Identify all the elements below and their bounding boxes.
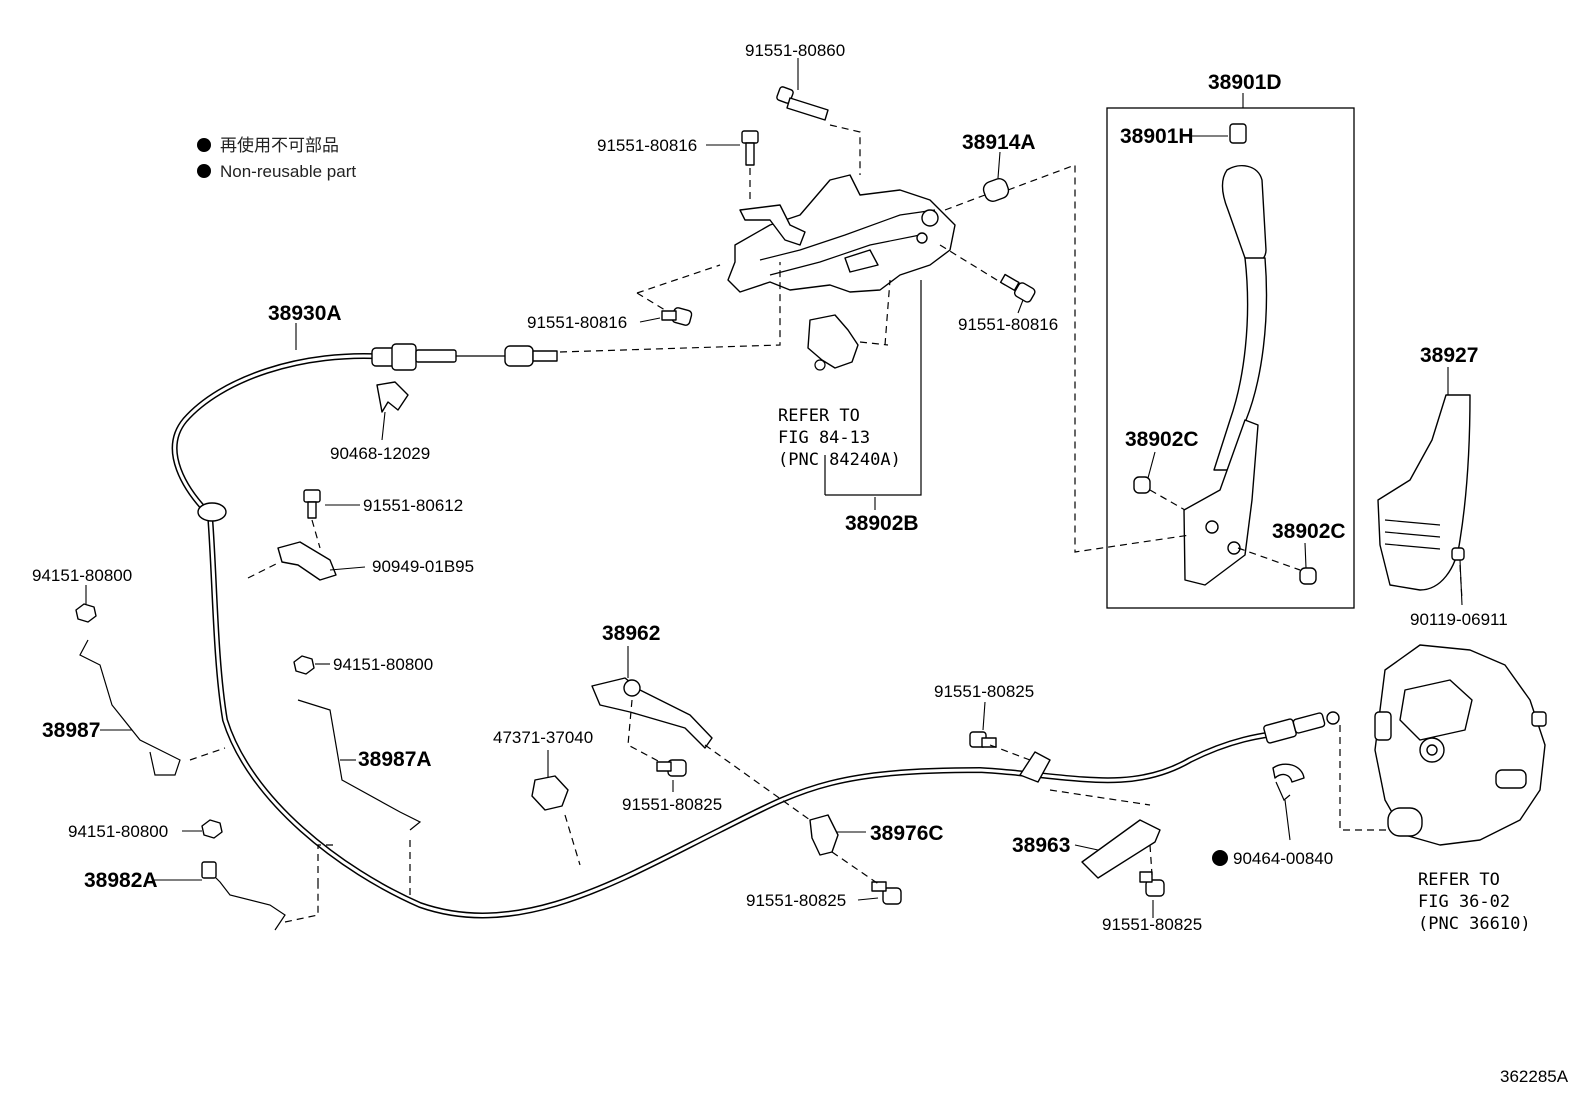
legend-en: Non-reusable part [220, 162, 356, 181]
label-38930A: 38930A [268, 302, 342, 325]
label-38914A: 38914A [962, 131, 1036, 154]
label-91551-80612: 91551-80612 [363, 496, 463, 515]
label-38927: 38927 [1420, 344, 1478, 367]
label-90468-12029: 90468-12029 [330, 444, 430, 463]
label-91551-80825-c: 91551-80825 [934, 682, 1034, 701]
label-91551-80816-b: 91551-80816 [527, 313, 627, 332]
non-reusable-dot-icon [197, 164, 211, 178]
cable-38930A [171, 343, 1340, 919]
figure-id: 362285A [1500, 1067, 1569, 1086]
label-91551-80825-b: 91551-80825 [746, 891, 846, 910]
label-38901H: 38901H [1120, 125, 1194, 148]
legend-jp: 再使用不可部品 [220, 135, 339, 155]
label-47371-37040: 47371-37040 [493, 728, 593, 747]
label-90464-00840: 90464-00840 [1233, 849, 1333, 868]
small-parts-center [531, 677, 1305, 905]
label-38902B: 38902B [845, 512, 919, 535]
label-94151-80800-b: 94151-80800 [333, 655, 433, 674]
label-91551-80860: 91551-80860 [745, 41, 845, 60]
labels: 91551-80860 91551-80816 38914A 38901D 38… [32, 41, 1508, 934]
label-94151-80800-c: 94151-80800 [68, 822, 168, 841]
label-91551-80816-c: 91551-80816 [958, 315, 1058, 334]
refer-note-lower: REFER TO FIG 36-02 (PNC 36610) [1418, 870, 1531, 934]
label-38982A: 38982A [84, 869, 158, 892]
label-38976C: 38976C [870, 822, 944, 845]
label-38901D: 38901D [1208, 71, 1282, 94]
leader-lines [85, 58, 1463, 918]
label-38902C-a: 38902C [1125, 428, 1199, 451]
refer-upper-line1: REFER TO [778, 406, 860, 426]
refer-lower-line2: FIG 36-02 [1418, 892, 1510, 912]
label-91551-80825-a: 91551-80825 [622, 795, 722, 814]
label-90119-06911: 90119-06911 [1410, 610, 1508, 629]
legend: 再使用不可部品 Non-reusable part [197, 135, 356, 181]
refer-lower-line3: (PNC 36610) [1418, 914, 1531, 934]
label-38963: 38963 [1012, 834, 1070, 857]
label-91551-80816-a: 91551-80816 [597, 136, 697, 155]
refer-upper-line3: (PNC 84240A) [778, 450, 901, 470]
refer-note-upper: REFER TO FIG 84-13 (PNC 84240A) [778, 406, 901, 470]
small-parts-left [75, 381, 422, 931]
dashed-lines [189, 124, 1463, 923]
shifter-housing [1374, 644, 1547, 846]
cover-38927 [1377, 394, 1471, 591]
label-94151-80800-a: 94151-80800 [32, 566, 132, 585]
label-38987A: 38987A [358, 748, 432, 771]
refer-lower-line1: REFER TO [1418, 870, 1500, 890]
non-reusable-dot-icon [1212, 850, 1228, 866]
non-reusable-dot-icon [197, 138, 211, 152]
label-38987: 38987 [42, 719, 100, 742]
bracket-assembly-38902B [727, 174, 956, 496]
label-38902C-b: 38902C [1272, 520, 1346, 543]
lever-assembly-38901D [1106, 107, 1355, 609]
refer-upper-line2: FIG 84-13 [778, 428, 870, 448]
label-91551-80825-d: 91551-80825 [1102, 915, 1202, 934]
label-90949-01B95: 90949-01B95 [372, 557, 474, 576]
bolts-upper [661, 86, 1036, 326]
label-38962: 38962 [602, 622, 660, 645]
